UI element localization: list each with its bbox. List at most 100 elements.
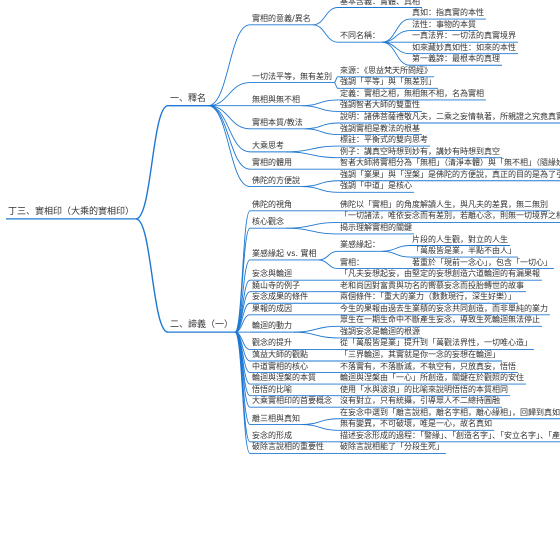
topic-node-b1-c2-c1: 實相： [340,257,364,267]
topic-node-b0-c0-c1-c4: 第一義諦：最根本的真理 [412,54,500,64]
topic-node-b1-c10-c0: 不落實有，不落斷滅，不執空有，只放真妄，悟悟 [340,361,516,371]
topic-node-b0-c3-c0: 說明：諸佛菩薩禮敬凡夫，二乘之妄情執著，所親證之究竟真實境界 [340,112,560,121]
topic-node-b1-c3: 妄念與輪迴 [252,269,292,279]
topic-node-b1-c4: 饒山寺的例子 [252,280,300,290]
branch-node: 一、釋名 [170,93,207,104]
topic-node-b1-c0-c0: 佛陀以「實相」的角度解讀人生，與凡夫的差異，無二無別 [340,199,548,209]
connector-curve [381,250,411,258]
connector-curve [293,331,339,339]
topic-node-b1-c13-c0: 沒有對立，只有統攝，引導眾人不二總持圓融 [340,396,500,406]
topic-node-b1-c2-c0: 業感緣起： [340,240,380,250]
topic-node-b0-c1-c1: 強調「平等」與「無差別」 [340,77,436,87]
connector-curve [285,151,339,159]
connector-curve [381,30,411,43]
topic-node-b1-c0: 佛陀的視角 [252,199,292,209]
topic-node-b0-c6-c0: 強調「業果」與「涅槃」是佛陀的方便說，真正的目的是為了引導眾生走向實相之道的實相 [340,169,560,179]
topic-node-b1-c15-c0: 描述妄念形成的過程：「警緣」、「創造名字」、「安立名字」、「產生執著」 [340,430,560,440]
connector-curve [285,227,339,235]
topic-node-b1-c7-c0: 眾生在一期生命中不斷產生妄念，導致生死輪迴無法停止 [340,315,540,325]
topic-node-b0-c0-c1-c3: 如來藏妙真如性：如來的本性 [412,42,516,52]
topic-node-b1-c8-c0: 從「萬般皆是業」提升到「萬觀法界性，一切唯心造」 [340,338,532,348]
topic-node-b0-c2-c1: 強調智者大師的雙重性 [340,100,420,110]
connector-curve [304,128,339,135]
topic-node-b1-c1-c1: 揭示理解實相的關鍵 [340,222,412,232]
topic-node-b1-c5-c0: 兩個條件：「重大的業力（數數現行，深生好樂）」 [340,292,516,302]
topic-node-b1-c4-c0: 老和尚因對富貴與功名的嚮慕妄念而投胎轉世的故事 [340,280,524,290]
topic-node-b0-c0-c1-c2: 一真法界：一切法的真實境界 [412,31,516,41]
topic-node-b1-c1-c0: 「一切諸法，唯依妄念而有差別，若離心念，則無一切境界之相」 [340,211,560,221]
topic-node-b1-c12: 悟悟的比喻 [252,384,292,394]
topic-node-b1-c11: 輪迴與涅槃的本質 [252,373,316,383]
root-node: 丁三、實相印（大乘的實相印） [8,206,135,217]
connector-curve [333,82,339,89]
topic-node-b1-c14-c1: 無有變異，不可破壞，唯是一心，故名真如 [340,419,492,429]
topic-node-b0-c4-c0: 標註：平衡式的雙向思考 [340,135,428,145]
topic-node-b0-c1: 一切法平等，無有差別 [252,71,332,81]
topic-node-b1-c11-c0: 輪迴與涅槃由「一心」所創造，關鍵在於觀照的安住 [340,373,524,383]
topic-node-b1-c6-c0: 今生的果報由過去生業積的妄念共同創造，而非單純的業力 [340,303,548,313]
connector-curve [304,122,339,130]
connector-curve [301,180,339,187]
topic-node-b0-c0-c1-c1: 法性：事物的本質 [412,19,476,29]
connector-curve [207,105,251,170]
topic-node-b1-c1: 核心觀念 [252,217,284,227]
topic-node-b1-c7: 輪迴的動力 [252,321,292,331]
topic-node-b1-c14-c0: 在妄念中選到「離言說相，離名字相，離心緣相」，回歸到真如 [340,407,560,417]
topic-node-b1-c14: 離三相與真知 [252,413,300,423]
topic-node-b0-c6: 佛陀的方便說 [252,175,300,185]
topic-node-b0-c0-c0: 基本含義：實體、真相 [340,0,420,6]
connector-curve [234,331,251,454]
topic-node-b0-c0-c1: 不同名稱： [340,31,380,41]
topic-node-b1-c15: 妄念的形成 [252,430,292,440]
branch-node: 二、諦義（一） [170,320,234,331]
topic-node-b1-c6: 果報的成因 [252,303,292,313]
connector-curve [207,105,251,187]
topic-node-b1-c8: 觀念的提升 [252,338,292,348]
topic-node-b0-c3: 實相本質/教法 [252,117,303,127]
topic-node-b1-c2-c0-c0: 片段的人生觀，對立的人生 [412,234,508,244]
topic-node-b0-c1-c0: 來源：《思益梵天所問經》 [340,65,432,75]
topic-node-b0-c2: 無相與無不相 [252,94,300,104]
connector-curve [381,41,411,55]
connector-curve [381,245,411,252]
topic-node-b1-c7-c1: 強調妄念是輪迴的根源 [340,326,420,336]
topic-node-b1-c12-c0: 使用「水與波浪」的比喻來說明悟悟的本質相同 [340,384,508,394]
topic-node-b1-c9-c0: 「三界輪迴，其實就是你一念的妄想在輪迴」 [340,350,500,359]
topic-node-b1-c16-c0: 破除言說相能了「分段生死」 [340,442,444,452]
topic-node-b1-c2: 業感緣起 vs. 實相 [252,248,317,258]
topic-node-b1-c16: 破除言說相的重要性 [252,442,324,452]
topic-node-b0-c0-c1-c0: 真如：指真實的本性 [412,8,484,18]
connector-curve [234,314,251,333]
connector-curve [135,104,169,220]
connector-curve [301,99,339,107]
connector-curve [285,221,339,229]
connector-curve [135,218,169,333]
connector-curve [312,24,339,43]
connector-curve [285,145,339,153]
topic-node-b1-c2-c0-c1: 「萬般皆是業，半點不由人」 [412,246,516,256]
topic-node-b0-c2-c0: 定義：實相之相，無相無不相，名為實相 [340,88,484,98]
connector-curve [381,41,411,66]
topic-node-b0-c4-c1: 例子：講真空時想到妙有，講妙有時想到真空 [340,146,500,156]
connector-curve [301,105,339,112]
connector-curve [207,82,251,107]
topic-node-b1-c2-c1-c0: 著重於「現前一念心」，包含「一切心」 [412,257,552,267]
connector-curve [312,7,339,26]
topic-node-b0-c6-c1: 強調「中道」是核心 [340,181,412,191]
topic-node-b0-c3-c1: 強調實相是教法的根基 [340,123,420,133]
topic-node-b0-c5-c0: 智者大師將實相分為「無相」（清淨本體）與「無不相」（隨緣妙用） [340,158,560,168]
topic-node-b1-c10: 中道實相的核心 [252,361,308,371]
topic-node-b1-c13: 大乘實相印的首要概念 [252,396,332,406]
connector-curve [301,418,339,425]
topic-node-b0-c4: 大乘思考 [252,140,284,150]
connector-curve [318,250,339,261]
topic-node-b0-c0: 實相的意義/異名 [252,13,311,23]
connector-curve [318,259,339,270]
connector-curve [333,76,339,84]
connector-curve [293,325,339,333]
topic-node-b1-c9: 蕅益大師的觀點 [252,350,308,359]
topic-node-b0-c5: 實相的體用 [252,158,292,168]
topic-node-b1-c5: 妄念成果的條件 [252,292,308,302]
